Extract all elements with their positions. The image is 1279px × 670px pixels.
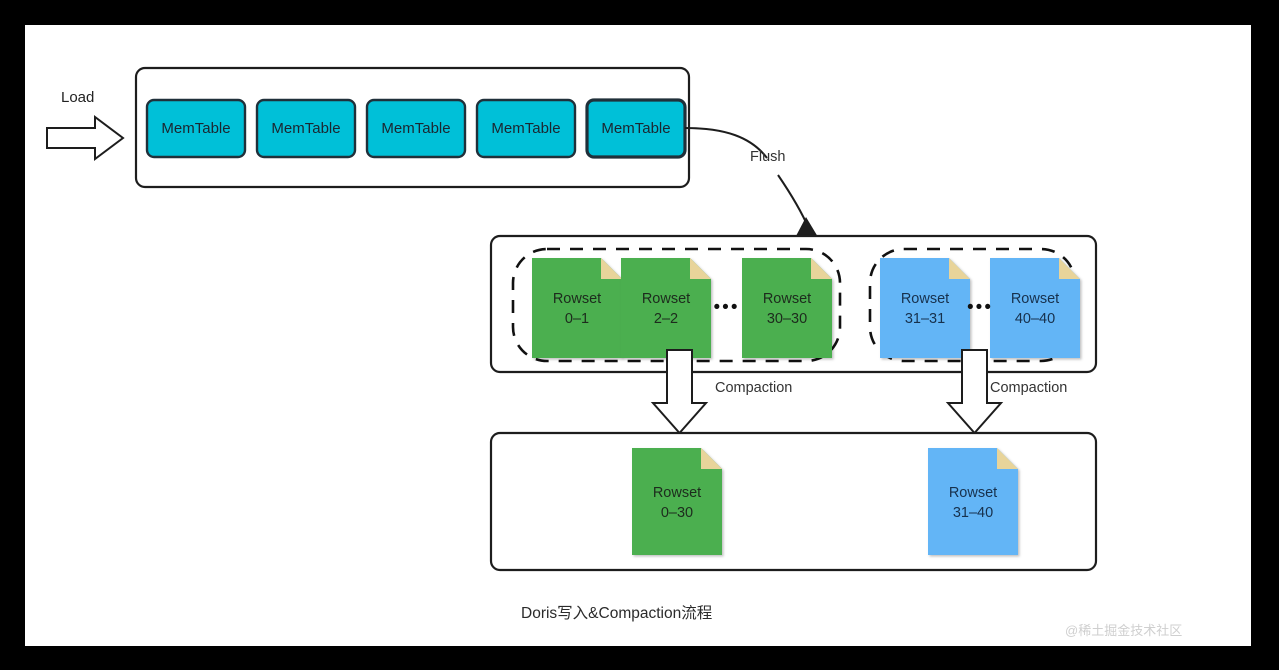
rowset-ellipsis-blue: ••• <box>967 297 993 318</box>
result-doc-31-40[interactable] <box>928 448 1018 555</box>
rowset-ellipsis-green: ••• <box>713 297 740 318</box>
rowset-title: Rowset <box>1010 291 1060 308</box>
rowset-title: Rowset <box>762 291 812 308</box>
rowset-label-40-40: Rowset 40–40 <box>990 279 1080 341</box>
result-doc-0-30[interactable] <box>632 448 722 555</box>
result-label-0-30: Rowset 0–30 <box>632 469 722 539</box>
rowset-doc-0-1[interactable] <box>532 258 622 358</box>
load-label: Load <box>61 89 95 106</box>
rowset-range: 0–30 <box>660 505 694 521</box>
rowset-label-30-30: Rowset 30–30 <box>742 279 832 341</box>
diagram-canvas: Load MemTable MemTable MemTable MemTable… <box>25 25 1251 646</box>
compaction-arrow-left-icon <box>650 349 709 435</box>
rowset-doc-40-40[interactable] <box>990 258 1080 358</box>
rowset-range: 40–40 <box>1014 311 1056 327</box>
rowset-doc-30-30[interactable] <box>742 258 832 358</box>
result-label-31-40: Rowset 31–40 <box>928 469 1018 539</box>
rowset-title: Rowset <box>948 485 998 502</box>
rowset-range: 31–40 <box>952 505 994 521</box>
rowset-title: Rowset <box>652 485 702 502</box>
rowset-doc-31-31[interactable] <box>880 258 970 358</box>
rowset-range: 0–1 <box>564 311 590 327</box>
compaction-label-right: Compaction <box>990 380 1068 396</box>
memtable-box-2[interactable] <box>255 98 357 159</box>
compaction-label-left: Compaction <box>715 380 793 396</box>
load-arrow-icon <box>46 115 125 161</box>
compaction-arrow-right-icon <box>945 349 1004 435</box>
flush-arrow-icon <box>684 127 818 237</box>
rowset-range: 30–30 <box>766 311 808 327</box>
rowset-label-0-1: Rowset 0–1 <box>532 279 622 341</box>
memtable-label-1: MemTable <box>161 120 231 137</box>
diagram-vector-layer <box>46 66 1098 572</box>
memtable-label-5: MemTable <box>601 120 671 137</box>
memtable-box-3[interactable] <box>365 98 467 159</box>
rowset-range: 2–2 <box>653 311 679 327</box>
flush-label: Flush <box>750 149 786 165</box>
rowset-title: Rowset <box>900 291 950 308</box>
watermark: @稀土掘金技术社区 <box>1065 623 1183 638</box>
memtable-box-1[interactable] <box>145 98 247 159</box>
rowset-title: Rowset <box>641 291 691 308</box>
diagram-caption: Doris写入&Compaction流程 <box>521 605 713 622</box>
rowset-doc-2-2[interactable] <box>621 258 711 358</box>
rowset-label-2-2: Rowset 2–2 <box>621 279 711 341</box>
rowset-title: Rowset <box>552 291 602 308</box>
memtable-label-2: MemTable <box>271 120 341 137</box>
rowset-label-31-31: Rowset 31–31 <box>880 279 970 341</box>
memtable-box-4[interactable] <box>475 98 577 159</box>
memtable-label-4: MemTable <box>491 120 561 137</box>
memtable-label-3: MemTable <box>381 120 451 137</box>
rowset-range: 31–31 <box>904 311 946 327</box>
